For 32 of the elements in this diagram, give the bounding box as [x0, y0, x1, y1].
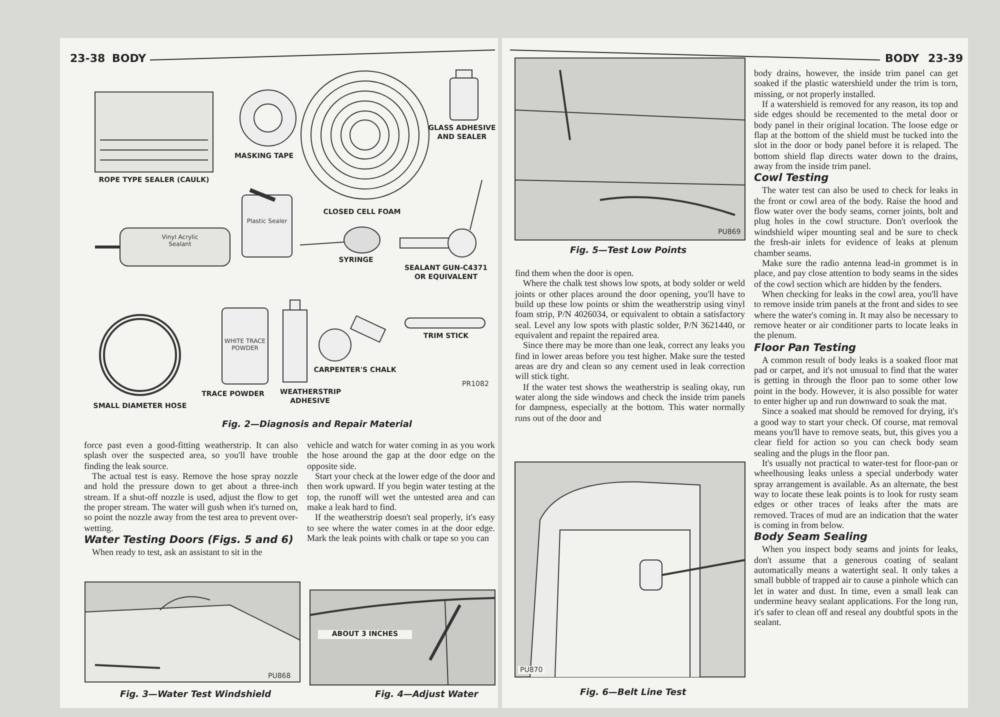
paragraph: The water test can also be used to check for leaks in the front or cowl area of the body. Raise the hood and flow water over the body seams, corner joints, bolt and plug holes in the cowl structure. Don't overlook the windshield wiper mounting seal and be sure to check the fresh-air inlets for evidence of leaks at plenum chamber seams. — [754, 185, 958, 258]
paragraph: Make sure the radio antenna lead-in grommet is in place, and pay close attention to body seams in the sides of the cowl section which are hidden by the fenders. — [754, 258, 958, 289]
section-heading: Cowl Testing — [754, 172, 830, 186]
paragraph: Start your check at the lower edge of the door and then work upward. If you begin water testing at the top, the runoff will wet the untested area and can make a leak hard to find. — [307, 471, 495, 512]
figure-caption: Fig. 5—Test Low Points — [570, 246, 687, 257]
paragraph: body drains, however, the inside trim panel can get soaked if the plastic watershield under the trim is torn, missing, or not properly installed. — [754, 68, 958, 100]
page-number: 23-39 — [928, 52, 964, 65]
paragraph: Where the chalk test shows low spots, at body solder or weld joints or other places around the door opening, you'll have to build up these low points or shim the weatherstrip using vinyl foam strip, P/N 4026034, or equivalent to obtain a satisfactory seal. Level any low spots with plastic solder, P/N 3621440, or equivalent and repaint the repaired area. — [515, 278, 745, 340]
paragraph: If a watershield is removed for any reason, its top and side edges should be recemented to the metal door or body panel in their original location. The loose edge or flap at the bottom of the shield must be tucked into the slot in the door or body panel before it is relaped. The bottom shield flap directs water down to the drains, away from the inside trim panel. — [754, 99, 958, 172]
paragraph: A common result of body leaks is a soaked floor mat pad or carpet, and it's not unusual to find that the water is getting in through the floor pan to some other low point in the body. However, it is also possible for water to enter higher up and run downward to soak the mat. — [754, 354, 958, 406]
section-heading: Floor Pan Testing — [754, 342, 858, 355]
paragraph: When you inspect body seams and joints for leaks, don't assume that a generous coating of sealant automatically means a watertight seal. It only takes a small bubble of trapped air to cause a pinhole which can let in water and dust. In time, even a small leak can undermine heavy sealant applications. For the long run, it's safer to clean off and reseal any doubtful spots in the sealant. — [754, 544, 958, 628]
figure-caption: Fig. 3—Water Test Windshield — [120, 690, 272, 701]
paragraph: find them when the door is open. — [515, 268, 635, 278]
page-number: 23-38 — [70, 52, 106, 65]
figure-caption: Fig. 2—Diagnosis and Repair Material — [222, 420, 412, 431]
paragraph: vehicle and watch for water coming in as you work the hose around the gap at the door edge on the opposite side. — [307, 440, 495, 472]
paragraph: force past even a good-fitting weatherstrip. It can also splash over the suspected area, so you'll have trouble finding the leak source. — [84, 440, 298, 472]
section-heading: Water Testing Doors (Figs. 5 and 6) — [84, 534, 294, 548]
paragraph: When checking for leaks in the cowl area, you'll have to remove inside trim panels at the front and sides to see where the water's coming in. It may also be necessary to remove heater or air conditioner parts to locate leaks in the plenum. — [754, 288, 958, 341]
paragraph: If the weatherstrip doesn't seal properly, it's easy to see where the water comes in at the door edge. Mark the leak points with chalk or tape so you can — [307, 512, 495, 544]
paragraph: The actual test is easy. Remove the hose spray nozzle and hold the pressure down to get about a three-inch stream. If a shut-off nozzle is used, adjust the flow to get the proper stream. The water will gush when it's turned on, so point the nozzle away from the test area to prevent over-wetting. — [84, 471, 298, 534]
section-heading: Body Seam Sealing — [754, 531, 869, 544]
section-heading: BODY — [112, 52, 146, 65]
paragraph: When ready to test, ask an assistant to sit in the — [91, 547, 264, 558]
paragraph: Since a soaked mat should be removed for drying, it's a good way to start your check. Of course, mat removal means you'll have to remove seats, but, this gives you a clear field for action so you can check body seam sealing and the plugs in the floor pan. — [754, 406, 958, 458]
paragraph: If the water test shows the weatherstrip is sealing okay, run water along the side windows and check the inside trim panels for dampness, especially at the bottom. This water normally runs out of the door and — [515, 382, 745, 424]
section-heading: BODY — [885, 52, 920, 65]
figure-caption: Fig. 4—Adjust Water — [375, 690, 478, 701]
paragraph: Since there may be more than one leak, correct any leaks you find in lower areas before you test higher. Make sure the tested areas are dry and clean so any cement used in leak correction will stick tight. — [515, 340, 745, 382]
paragraph: It's usually not practical to water-test for floor-pan or wheelhousing leaks unless a special underbody water spray arrangement is available. As an alternate, the best way to locate these leak points is to look for rusty seam edges or other traces of leaks after the mats are removed. Traces of mud are an indication that the water is coming in from below. — [754, 458, 958, 530]
figure-caption: Fig. 6—Belt Line Test — [580, 688, 686, 699]
